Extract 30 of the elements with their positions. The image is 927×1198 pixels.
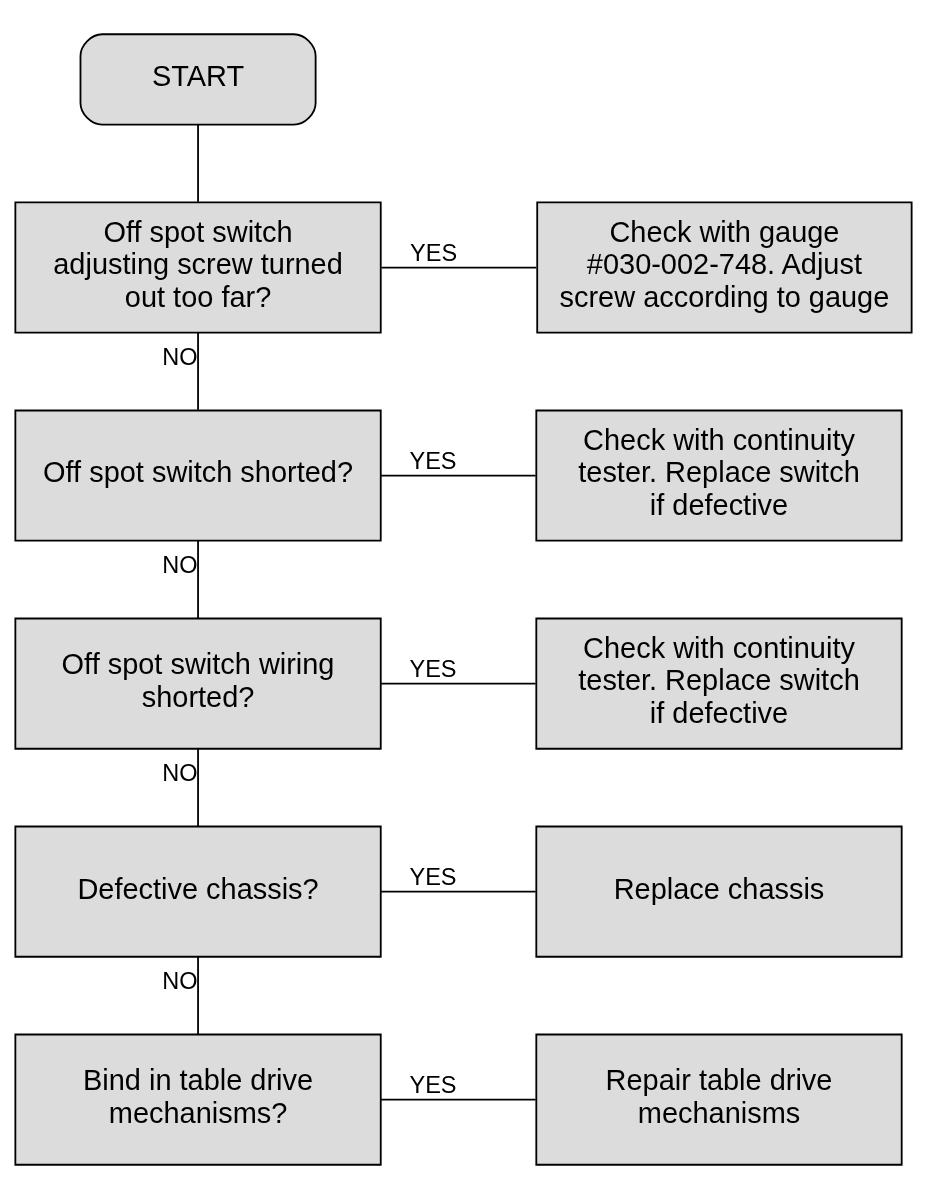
- edge-label: NO: [162, 967, 198, 994]
- edge-label: YES: [409, 447, 457, 474]
- edge-label: YES: [409, 655, 457, 682]
- node-box: Off spot switch wiring shorted?: [14, 617, 382, 750]
- node-box: Off spot switch shorted?: [14, 409, 382, 542]
- connector: [380, 682, 537, 684]
- edge-label: NO: [162, 759, 198, 786]
- connector: [197, 955, 199, 1035]
- node-box: START: [79, 32, 317, 126]
- node-box: Defective chassis?: [14, 825, 382, 958]
- edge-label: YES: [410, 239, 458, 266]
- connector: [197, 123, 199, 203]
- edge-label: YES: [409, 1071, 457, 1098]
- node-box: Check with gauge #030-002-748. Adjust screw according to gauge: [536, 201, 913, 334]
- node-box: Repair table drive mechanisms: [535, 1033, 903, 1166]
- connector: [197, 539, 199, 619]
- connector: [380, 1098, 537, 1101]
- edge-label: NO: [162, 551, 198, 578]
- edge-label: YES: [409, 863, 457, 890]
- node-box: Off spot switch adjusting screw turned out too far?: [14, 201, 382, 334]
- node-box: Bind in table drive mechanisms?: [14, 1033, 382, 1166]
- node-box: Check with continuity tester. Replace switch if defective: [535, 617, 903, 750]
- connector: [197, 331, 199, 411]
- edge-label: NO: [162, 343, 198, 370]
- connector: [380, 474, 537, 476]
- node-box: Check with continuity tester. Replace switch if defective: [535, 409, 903, 542]
- node-box: Replace chassis: [535, 825, 903, 958]
- connector: [380, 266, 538, 268]
- connector: [197, 747, 199, 827]
- connector: [380, 890, 537, 893]
